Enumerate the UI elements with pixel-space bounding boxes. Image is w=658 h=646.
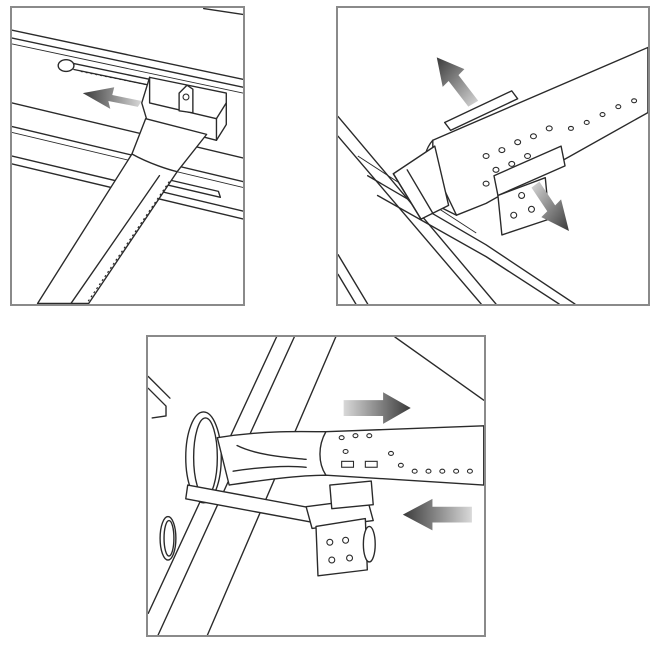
burner-ports [338,433,473,474]
panel-3-illustration [148,337,484,635]
small-ring [159,515,177,561]
support-rod [185,484,327,526]
upper-bracket [443,90,519,132]
burner-bracket [305,480,376,577]
frame-rails [338,115,576,304]
mounting-slot [57,58,160,88]
burner-ports [482,98,638,187]
diagram-panel-2 [336,6,650,306]
burner-tube [216,425,484,486]
burner-tube [36,117,208,304]
arrow-right-icon [343,392,411,424]
arrow-down-right-icon [531,181,569,231]
diagram-panel-3 [146,335,486,637]
burner-tube [392,46,648,220]
diagram-panel-1 [10,6,245,306]
top-frame-rail [12,8,243,94]
panel-1-illustration [12,8,243,304]
arrow-up-left-icon [436,57,479,107]
arrow-left-icon [402,498,472,531]
arrow-left-icon [82,87,142,109]
panel-2-illustration [338,46,648,304]
